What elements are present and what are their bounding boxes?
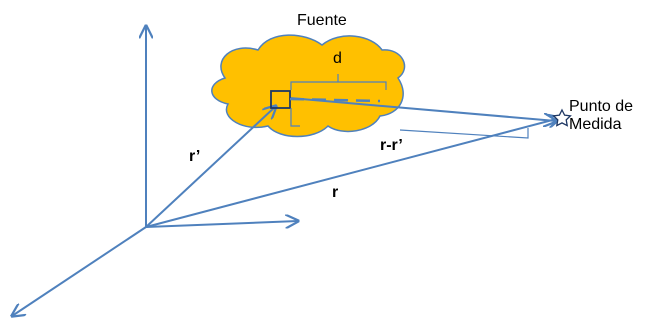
source-label: Fuente	[297, 12, 347, 29]
r-minus-r-prime-label: r-r’	[380, 137, 403, 154]
r-prime-label: r’	[189, 148, 201, 165]
r-minus-r-prime-vector	[289, 97, 556, 121]
distance-bracket	[290, 74, 387, 90]
source-side-bracket	[290, 108, 300, 127]
axis-y-arrow	[12, 226, 147, 316]
axis-x-arrow	[145, 221, 298, 227]
dashed-source-line	[289, 97, 381, 103]
measure-point-star-icon	[552, 108, 572, 127]
r-prime-vector	[145, 106, 276, 228]
r-label: r	[332, 184, 339, 201]
r-vector	[145, 118, 560, 228]
source-cloud	[211, 34, 406, 138]
measure-point-label: Punto de Medida	[569, 98, 634, 134]
r-minus-r-prime-bracket	[399, 128, 529, 139]
distance-label: d	[333, 50, 342, 67]
